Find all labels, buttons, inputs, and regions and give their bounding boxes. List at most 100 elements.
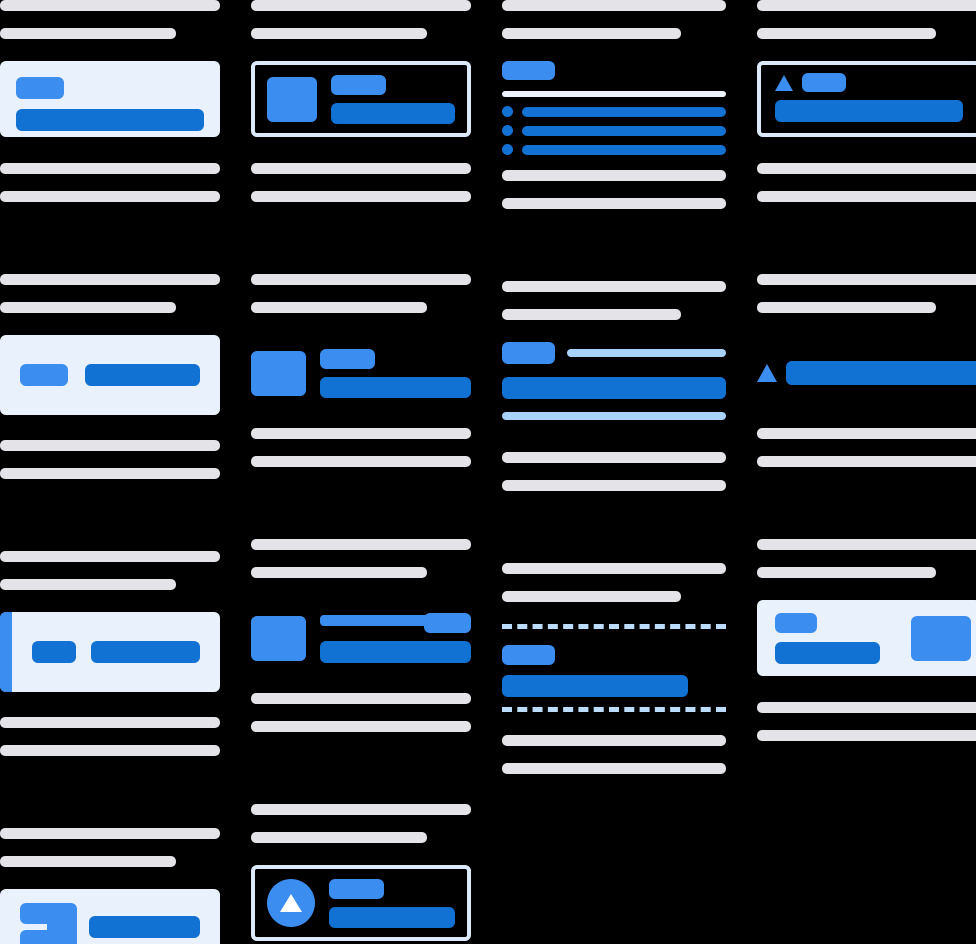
skeleton-line xyxy=(251,163,471,174)
bullet-list xyxy=(502,106,726,155)
bar-primary xyxy=(91,641,200,663)
bar-primary xyxy=(329,906,455,928)
chip-label-dark[interactable] xyxy=(32,641,76,663)
chip-label[interactable] xyxy=(331,74,386,95)
card-c4r1[interactable] xyxy=(757,61,976,137)
card-c2r3[interactable] xyxy=(251,608,471,668)
bar-primary xyxy=(16,109,204,131)
skeleton-line xyxy=(502,281,726,292)
skeleton-line xyxy=(0,579,176,590)
card-c2r4[interactable] xyxy=(251,865,471,941)
skeleton-line xyxy=(757,28,937,39)
column-2 xyxy=(251,0,471,944)
chip-label[interactable] xyxy=(329,878,384,899)
bar-primary xyxy=(85,364,200,386)
bar-primary xyxy=(331,102,455,124)
skeleton-line xyxy=(0,745,220,756)
avatar-triangle-icon xyxy=(267,879,315,927)
chip-label[interactable] xyxy=(16,77,64,99)
skeleton-line xyxy=(251,693,471,704)
rule-light xyxy=(320,615,471,626)
skeleton-line xyxy=(502,198,726,209)
skeleton-line xyxy=(757,163,976,174)
skeleton-line xyxy=(0,468,220,479)
skeleton-line xyxy=(757,702,976,713)
card-c4r3[interactable] xyxy=(757,600,976,676)
card-c1r3[interactable] xyxy=(0,612,220,692)
list-item[interactable] xyxy=(502,144,726,155)
divider xyxy=(502,91,726,97)
skeleton-line xyxy=(0,302,176,313)
chip-label[interactable] xyxy=(502,61,555,80)
bar-primary xyxy=(522,106,726,117)
skeleton-line xyxy=(502,735,726,746)
list-item[interactable] xyxy=(502,106,726,117)
card-c3r3[interactable] xyxy=(502,624,726,712)
rule-light xyxy=(567,349,726,357)
bar-primary xyxy=(502,675,688,697)
skeleton-line xyxy=(0,191,220,202)
chip-label[interactable] xyxy=(775,612,817,633)
bullet-dot-icon xyxy=(502,125,513,136)
chip-label-trailing[interactable] xyxy=(424,613,471,633)
card-c4r2[interactable] xyxy=(757,343,976,403)
card-c3r2[interactable] xyxy=(502,342,726,432)
chip-label[interactable] xyxy=(20,364,68,386)
chip-label[interactable] xyxy=(502,645,555,665)
card-c1r1[interactable] xyxy=(0,61,220,137)
chip-label[interactable] xyxy=(502,342,555,364)
skeleton-line xyxy=(251,428,471,439)
thumbnail-icon xyxy=(251,350,306,396)
bar-primary xyxy=(502,377,726,399)
column-1 xyxy=(0,0,220,944)
skeleton-line xyxy=(0,0,220,11)
chip-label[interactable] xyxy=(802,73,846,92)
skeleton-line xyxy=(502,170,726,181)
list-item[interactable] xyxy=(502,125,726,136)
skeleton-line xyxy=(502,0,726,11)
skeleton-line xyxy=(757,0,976,11)
card-c1r4[interactable] xyxy=(0,889,220,944)
skeleton-line xyxy=(0,717,220,728)
skeleton-line xyxy=(251,191,471,202)
skeleton-line xyxy=(0,440,220,451)
skeleton-line xyxy=(0,551,220,562)
rule-light xyxy=(502,412,726,420)
card-c2r2[interactable] xyxy=(251,343,471,403)
bar-overflow xyxy=(786,361,976,385)
bar-primary xyxy=(320,376,471,398)
card-c3r1[interactable] xyxy=(502,61,726,155)
skeleton-line xyxy=(757,539,976,550)
triangle-icon xyxy=(757,364,777,382)
bar-primary xyxy=(775,100,963,122)
skeleton-line xyxy=(0,828,220,839)
skeleton-line xyxy=(757,302,937,313)
skeleton-line xyxy=(757,428,976,439)
card-c2r1[interactable] xyxy=(251,61,471,137)
skeleton-line xyxy=(251,456,471,467)
skeleton-line xyxy=(757,191,976,202)
skeleton-line xyxy=(251,567,427,578)
skeleton-line xyxy=(502,480,726,491)
thumbnail-icon xyxy=(251,615,306,661)
thumbnail-icon xyxy=(911,615,971,661)
column-4 xyxy=(757,0,976,944)
skeleton-line xyxy=(502,28,682,39)
bar-primary xyxy=(522,125,726,136)
card-c1r2[interactable] xyxy=(0,335,220,415)
skeleton-line xyxy=(251,28,427,39)
skeleton-line xyxy=(757,730,976,741)
thumbnail-icon xyxy=(267,76,317,122)
skeleton-line xyxy=(251,0,471,11)
skeleton-line xyxy=(0,274,220,285)
skeleton-line xyxy=(251,274,471,285)
skeleton-line xyxy=(502,591,682,602)
column-3 xyxy=(502,0,726,944)
skeleton-line xyxy=(757,274,976,285)
bar-primary xyxy=(522,144,726,155)
skeleton-line xyxy=(251,832,427,843)
chip-label[interactable] xyxy=(320,348,375,369)
skeleton-line xyxy=(757,567,937,578)
bullet-dot-icon xyxy=(502,106,513,117)
